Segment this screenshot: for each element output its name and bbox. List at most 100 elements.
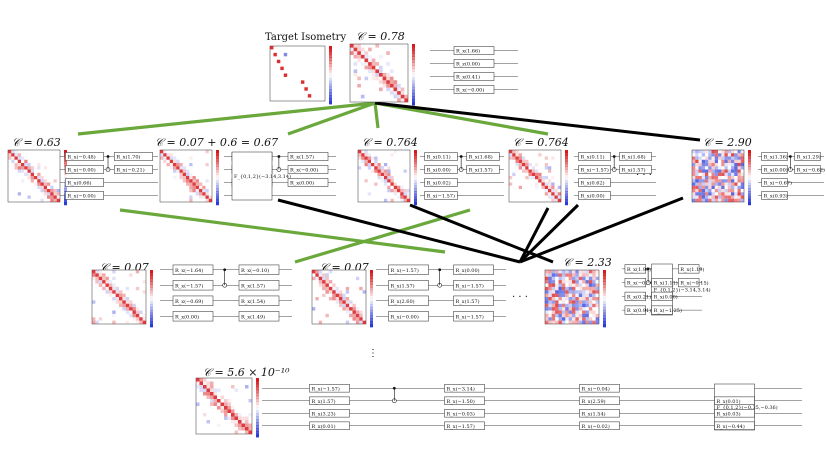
gate-label: R_x(0.00) — [290, 180, 314, 187]
gate-label: R_x(1.57) — [312, 398, 336, 405]
gate-label: R_x(0.03) — [717, 410, 741, 417]
colorbar — [216, 150, 219, 206]
circuit: R_x(1.90)R_x(−0.00)R_x(0.21)R_x(0.91)F_{… — [622, 263, 711, 316]
circuit: R_x(0.11)R_x(−1.57)R_x(0.62)R_x(0.00)R_x… — [574, 152, 656, 200]
gate-label: R_x(0.11) — [427, 154, 451, 161]
gate-label: R_x(0.00) — [456, 267, 480, 274]
tree-edge — [409, 203, 554, 264]
node-label: 𝒞 = 0.07 + 0.6 = 0.67 — [155, 136, 278, 149]
rotation-gate: R_x(0.00) — [761, 165, 788, 174]
rotation-gate: R_x(0.66) — [65, 178, 104, 187]
gate-label: R_x(1.54) — [582, 410, 606, 417]
gate-label: R_x(0.91) — [627, 307, 651, 314]
matrix-heatmap — [91, 269, 147, 325]
matrix-heatmap — [159, 149, 213, 203]
node-label: 𝒞 = 0.764 — [362, 136, 418, 149]
gate-label: R_x(0.00) — [427, 167, 451, 174]
gate-label: R_x(1.66) — [456, 48, 480, 55]
tree-edge — [77, 101, 376, 136]
matrix-heatmap — [195, 377, 253, 435]
rotation-gate: R_x(−0.00) — [388, 311, 429, 322]
gate-label: R_z(0.00) — [456, 61, 480, 68]
node-a5: 𝒞 = 2.90R_x(1.36)R_x(0.00)R_x(−0.67)R_x(… — [691, 136, 825, 206]
tree-edge — [277, 198, 521, 264]
colorbar — [565, 150, 568, 206]
gate-label: R_x(1.57) — [622, 167, 646, 174]
gate-label: R_x(1.29) — [797, 154, 821, 161]
gate-label: R_x(1.57) — [469, 167, 493, 174]
gate-label: R_x(1.68) — [622, 154, 646, 161]
gate-label: R_x(−0.00) — [290, 167, 318, 174]
rotation-gate: R_x(−0.00) — [624, 278, 655, 288]
matrix-heatmap — [508, 149, 562, 203]
circuit: R_x(−1.57)R_x(1.57)R_x(2.60)R_x(−0.00)R_… — [376, 264, 506, 322]
colorbar — [414, 150, 417, 206]
gate-label: R_x(−1.57) — [456, 282, 484, 289]
rotation-gate: R_x(0.00) — [424, 165, 458, 174]
gate-label: R_x(1.49) — [241, 313, 265, 320]
rotation-gate: R_x(2.59) — [579, 396, 620, 405]
rotation-gate: R_x(3.23) — [309, 409, 350, 418]
gate-label: R_x(1.11) — [654, 280, 678, 287]
gate-label: R_x(−0.00) — [67, 193, 95, 200]
rotation-gate: R_x(1.66) — [453, 46, 495, 55]
gate-label: R_x(1.57) — [391, 282, 415, 289]
node-final: 𝒞 = 5.6 × 10⁻¹⁰ R_x(−1.57) R_x(1.57) R_x(3.… — [195, 366, 802, 438]
rotation-gate: R_x(−0.04) — [579, 384, 620, 393]
node-label: 𝒞 = 0.63 — [12, 136, 61, 149]
tree-edge — [119, 208, 446, 254]
ellipsis-row-1: · · · — [636, 170, 652, 181]
rotation-gate: R_x(−0.00) — [65, 191, 104, 200]
gate-label: R_x(1.57) — [241, 282, 265, 289]
rotation-gate: R_x(−0.21) — [114, 165, 153, 174]
gate-label: F_{0,1,2}(−3.14,3.14) — [654, 287, 711, 294]
rotation-gate: R_x(−0.00) — [453, 85, 495, 94]
gate-label: R_x(0.00) — [654, 293, 678, 300]
colorbar — [150, 270, 153, 328]
rotation-gate: R_x(1.36) — [761, 152, 788, 161]
node-label: 𝒞 = 5.6 × 10⁻¹⁰ — [203, 366, 290, 379]
rotation-gate: R_x(0.93) — [761, 191, 788, 200]
rotation-gate: R_z(0.00) — [453, 59, 495, 68]
gate-label: R_x(0.93) — [764, 193, 788, 200]
gate-label: R_x(−0.67) — [764, 180, 792, 187]
rotation-gate: R_x(0.11) — [578, 152, 611, 161]
gate-label: R_x(−1.57) — [391, 267, 419, 274]
matrix-heatmap — [357, 149, 411, 203]
matrix-heatmap — [269, 45, 326, 102]
rotation-gate: R_x(−1.57) — [444, 421, 485, 430]
rotation-gate: R_x(−1.57) — [453, 311, 494, 322]
gate-label: R_x(0.02) — [427, 180, 451, 187]
rotation-gate: R_x(1.57) — [287, 152, 329, 161]
gate-label: R_x(−0.04) — [582, 385, 610, 392]
gate-label: F_{0,1,2}(−3.14,3.14) — [234, 173, 291, 180]
rotation-gate: R_x(−1.64) — [172, 264, 214, 275]
matrix-heatmap — [691, 149, 745, 203]
gate-label: R_x(−0.00) — [627, 280, 655, 287]
rotation-gate: R_x(1.57) — [388, 280, 429, 291]
node-label: 𝒞 = 0.764 — [513, 136, 569, 149]
node-label: Target Isometry — [265, 32, 346, 43]
colorbar — [329, 46, 332, 105]
gate-label: R_x(1.90) — [627, 266, 651, 273]
gate-label: R_x(−1.25) — [654, 307, 682, 314]
rotation-gate: R_x(0.01) — [309, 421, 350, 430]
gate-label: R_x(−0.48) — [67, 154, 95, 161]
matrix-heatmap — [7, 149, 61, 203]
node-a1: 𝒞 = 0.63R_x(−0.48) R_x(−0.00) R_x(0.66) R_x… — [7, 136, 158, 206]
rotation-gate: R_x(−0.10) — [238, 264, 280, 275]
tree-edge — [374, 101, 549, 136]
rotation-gate: R_x(0.03) — [714, 409, 755, 418]
tree-edge — [374, 101, 701, 142]
rotation-gate: R_x(1.90) — [624, 264, 651, 274]
gate-label: R_x(−0.44) — [717, 423, 745, 430]
rotation-gate: R_x(−0.15) — [678, 278, 709, 288]
fsim-gate: F_{0,1,2}(−3.14,3.14) — [651, 263, 711, 316]
gate-label: R_x(−0.02) — [582, 423, 610, 430]
gate-label: R_x(−0.15) — [680, 280, 708, 287]
rotation-gate: R_x(−1.57) — [424, 191, 458, 200]
fsim-gate: F_{0,1,2}(−3.14,3.14) — [231, 151, 291, 201]
